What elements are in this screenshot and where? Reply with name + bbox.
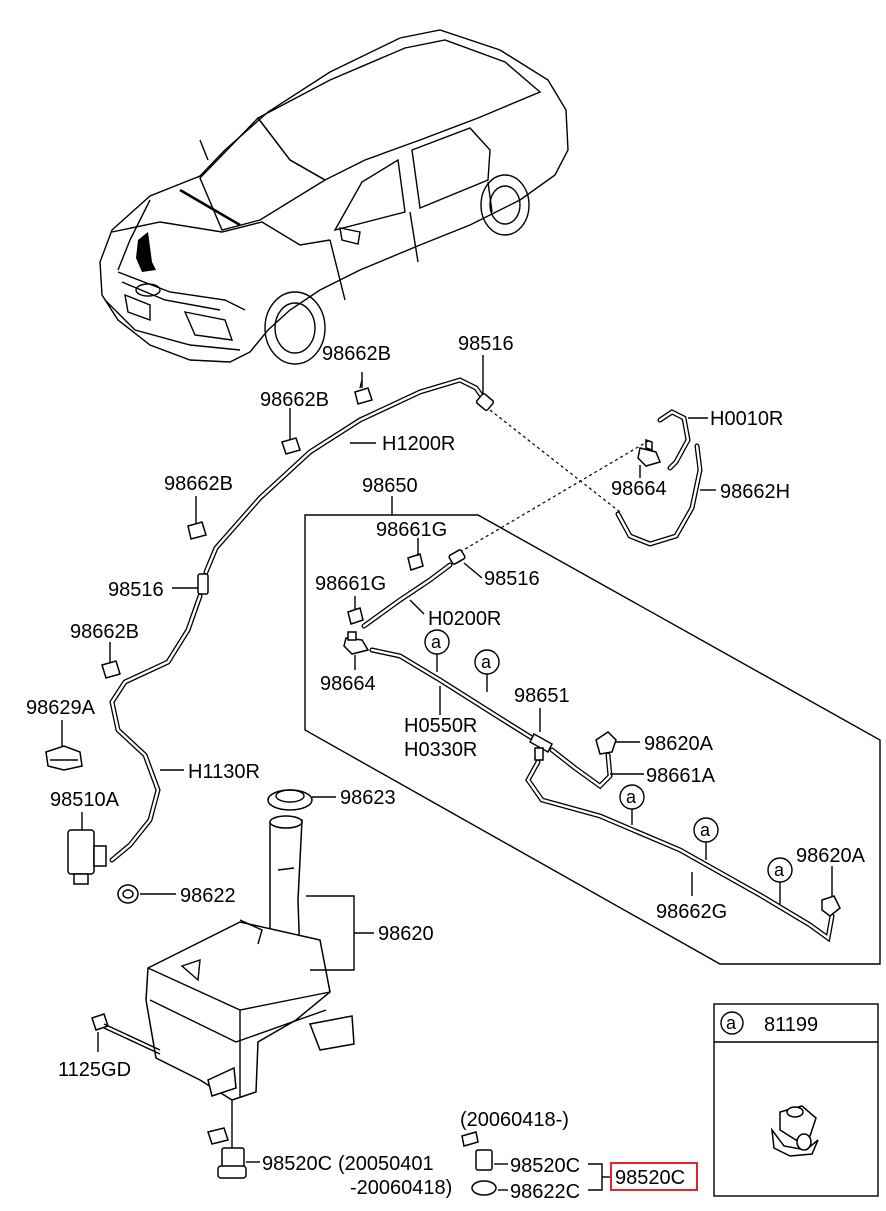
label-98623: 98623	[340, 787, 396, 809]
svg-text:a: a	[431, 632, 442, 652]
label-98516-inner: 98516	[484, 568, 540, 590]
label-98622c: 98622C	[510, 1181, 580, 1203]
hose-98662g	[525, 759, 835, 943]
label-98620: 98620	[378, 923, 434, 945]
label-date-range-1a: (20050401	[338, 1153, 434, 1175]
label-98662b-4: 98662B	[70, 621, 139, 643]
nozzle-98620a-1	[595, 731, 617, 755]
clip-98662b-1	[354, 379, 373, 405]
label-98662h: 98662H	[720, 481, 790, 503]
pump-98510a	[67, 812, 107, 885]
label-98520c-right: 98520C	[510, 1155, 580, 1177]
bracket-right	[588, 1163, 612, 1191]
svg-text:a: a	[774, 860, 785, 880]
car-illustration	[99, 29, 569, 365]
hose-h0010r	[657, 409, 691, 471]
label-h0200r: H0200R	[428, 608, 501, 630]
connector-98516-left	[197, 573, 209, 595]
clip-98661g-2	[347, 607, 364, 625]
reservoir-98620	[145, 815, 355, 1101]
label-98622: 98622	[180, 885, 236, 907]
clip-98662b-4	[101, 660, 121, 679]
leader-lines-top	[109, 355, 484, 662]
hose-98662h	[615, 443, 703, 547]
label-98620a-2: 98620A	[796, 845, 866, 867]
label-h1130r: H1130R	[188, 761, 260, 783]
label-81199: 81199	[764, 1014, 818, 1036]
label-98664-inner: 98664	[320, 673, 376, 695]
part-labels: 98662B 98662B 98662B 98662B 98516 H1200R…	[26, 333, 866, 1203]
label-h0330r: H0330R	[404, 739, 477, 761]
label-98662b-1: 98662B	[322, 343, 391, 365]
connector-98516-inner	[448, 549, 466, 565]
hose-h0200r	[361, 562, 453, 629]
label-h0010r: H0010R	[710, 408, 783, 430]
label-98516-top: 98516	[458, 333, 514, 355]
hose-h1200r	[203, 377, 489, 575]
label-98662g: 98662G	[656, 901, 727, 923]
t-joint-98651	[529, 732, 553, 761]
clip-98661g-1	[407, 553, 424, 571]
inset-panel-81199	[713, 1003, 879, 1197]
sensor-98520c-right	[461, 1131, 508, 1196]
label-98520c-left: 98520C	[262, 1153, 332, 1175]
label-98662b-3: 98662B	[164, 473, 233, 495]
label-98661g-1: 98661G	[376, 519, 447, 541]
svg-text:a: a	[700, 820, 711, 840]
label-98661a: 98661A	[646, 765, 716, 787]
highlight-box	[610, 1162, 698, 1191]
clip-98662b-3	[187, 521, 207, 540]
cap-98623	[267, 789, 336, 811]
label-98510a: 98510A	[50, 789, 120, 811]
label-98520c-highlighted: 98520C	[615, 1167, 685, 1189]
label-98661g-2: 98661G	[315, 573, 386, 595]
leader-lines-box	[354, 538, 833, 896]
callout-a-markers	[424, 629, 793, 904]
inset-ref-letter: a	[726, 1013, 737, 1033]
label-date-range-1b: -20060418)	[350, 1177, 452, 1199]
hose-h0550r	[369, 647, 535, 741]
label-h1200r: H1200R	[382, 433, 455, 455]
box-98650	[304, 514, 881, 965]
connector-98516-top	[475, 392, 495, 412]
svg-text:a: a	[626, 787, 637, 807]
svg-text:a: a	[481, 652, 492, 672]
label-98664-top: 98664	[611, 478, 667, 500]
leader-98620	[306, 895, 374, 971]
leader-lines-right-top	[639, 417, 716, 491]
sensor-98520c-left	[207, 1100, 260, 1179]
bolt-1125gd	[91, 1013, 161, 1055]
label-date-range-2: (20060418-)	[460, 1109, 569, 1131]
clip-98662b-2	[281, 437, 301, 455]
hose-98661a	[549, 747, 613, 790]
label-98620a-1: 98620A	[644, 733, 714, 755]
label-98651: 98651	[514, 685, 570, 707]
hose-h1130r	[109, 593, 203, 863]
label-98516-left: 98516	[108, 579, 164, 601]
car-reservoir-highlight	[136, 232, 156, 272]
nozzle-98620a-2	[821, 895, 841, 917]
nozzle-98664-top	[637, 438, 662, 467]
grommet-98622	[117, 884, 176, 904]
label-98629a: 98629A	[26, 697, 96, 719]
label-98662b-2: 98662B	[260, 389, 329, 411]
label-1125gd: 1125GD	[58, 1059, 131, 1081]
label-98650: 98650	[362, 475, 418, 497]
callout-a-labels: a a a a a	[431, 632, 785, 880]
clamp-98629a	[45, 720, 83, 771]
label-h0550r: H0550R	[404, 715, 477, 737]
nozzle-98664-inner	[343, 631, 370, 655]
